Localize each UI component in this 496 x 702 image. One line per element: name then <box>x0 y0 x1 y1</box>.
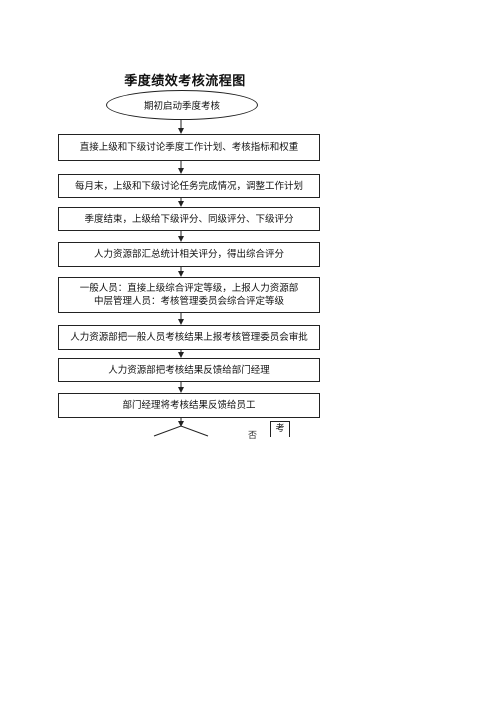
step-7-box: 人力资源部把考核结果反馈给部门经理 <box>58 358 320 382</box>
step-7-label: 人力资源部把考核结果反馈给部门经理 <box>108 364 270 376</box>
step-4-label: 人力资源部汇总统计相关评分，得出综合评分 <box>93 249 284 260</box>
side-box-label: 考 <box>275 424 285 434</box>
step-3-box: 季度结束，上级给下级评分、同级评分、下级评分 <box>58 207 320 231</box>
side-box: 考 <box>270 421 290 437</box>
step-4-box: 人力资源部汇总统计相关评分，得出综合评分 <box>58 242 320 267</box>
step-5-box: 一般人员：直接上级综合评定等级，上报人力资源部 中层管理人员：考核管理委员会综合… <box>58 277 320 313</box>
fragment-label: 否 <box>248 431 258 441</box>
chart-title: 季度绩效考核流程图 <box>124 74 246 89</box>
step-8-box: 部门经理将考核结果反馈给员工 <box>58 393 320 418</box>
start-label: 期初启动季度考核 <box>143 101 220 112</box>
step-2-box: 每月末，上级和下级讨论任务完成情况，调整工作计划 <box>58 174 320 198</box>
step-1-box: 直接上级和下级讨论季度工作计划、考核指标和权重 <box>58 134 320 161</box>
step-6-label: 人力资源部把一般人员考核结果上报考核管理委员会审批 <box>70 332 308 343</box>
step-5-label-line2: 中层管理人员：考核管理委员会综合评定等级 <box>93 296 284 307</box>
step-1-label: 直接上级和下级讨论季度工作计划、考核指标和权重 <box>79 142 299 153</box>
decision-diamond-top <box>153 425 209 437</box>
step-5-label-line1: 一般人员：直接上级综合评定等级，上报人力资源部 <box>79 283 299 294</box>
step-6-box: 人力资源部把一般人员考核结果上报考核管理委员会审批 <box>58 325 320 350</box>
step-8-label: 部门经理将考核结果反馈给员工 <box>122 400 256 411</box>
step-2-label: 每月末，上级和下级讨论任务完成情况，调整工作计划 <box>74 180 303 192</box>
start-node: 期初启动季度考核 <box>106 90 258 120</box>
step-3-label: 季度结束，上级给下级评分、同级评分、下级评分 <box>84 213 294 225</box>
